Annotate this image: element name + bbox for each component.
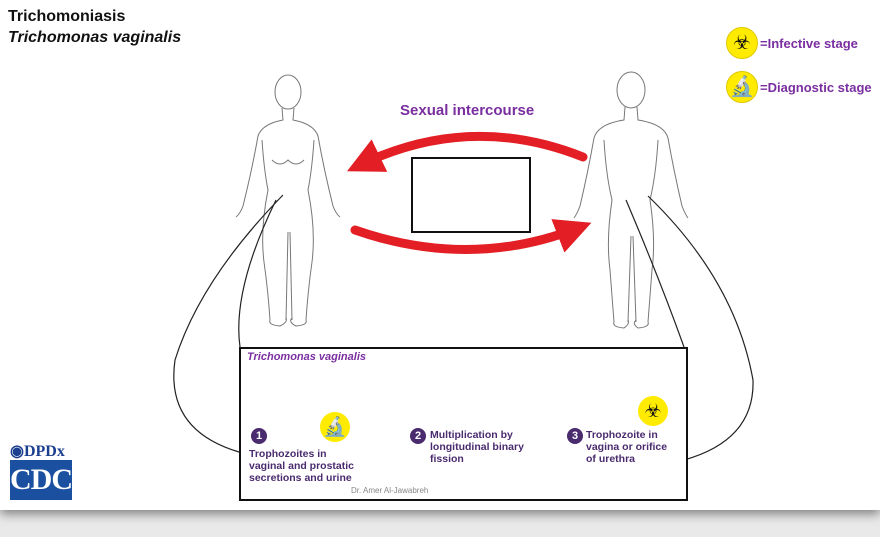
- slide: Trichomoniasis Trichomonas vaginalis ☣ =…: [0, 0, 880, 510]
- lifecycle-title: Trichomonas vaginalis: [247, 351, 366, 363]
- dpdx-text: DPDx: [24, 443, 65, 460]
- transmission-label: Sexual intercourse: [400, 102, 534, 119]
- step-2-text: Multiplication by longitudinal binary fi…: [430, 429, 535, 465]
- legend-infective: ☣ =Infective stage: [726, 27, 858, 59]
- legend-diagnostic: 🔬 =Diagnostic stage: [726, 71, 872, 103]
- author-credit: Dr. Amer Al-Jawabreh: [351, 486, 428, 495]
- microscope-icon: 🔬: [320, 412, 350, 442]
- page-title: Trichomoniasis: [8, 8, 125, 26]
- male-figure: [574, 72, 688, 328]
- biohazard-icon: ☣: [638, 396, 668, 426]
- dpdx-mark-icon: ◉: [10, 443, 24, 460]
- step-2-number: 2: [410, 428, 426, 444]
- legend-diagnostic-label: =Diagnostic stage: [760, 80, 872, 95]
- microscope-icon: 🔬: [726, 71, 758, 103]
- step-1-number: 1: [251, 428, 267, 444]
- step-3-text: Trophozoite in vagina or orifice of uret…: [586, 429, 671, 465]
- biohazard-icon: ☣: [726, 27, 758, 59]
- female-figure: [236, 75, 340, 326]
- cdc-logo: CDC: [10, 460, 72, 500]
- step-3-number: 3: [567, 428, 583, 444]
- page-subtitle: Trichomonas vaginalis: [8, 29, 181, 47]
- legend-infective-label: =Infective stage: [760, 36, 858, 51]
- trophozoite-inset-box: [411, 157, 531, 233]
- dpdx-logo: ◉DPDx: [10, 441, 65, 461]
- step-1-text: Trophozoites in vaginal and prostatic se…: [249, 448, 364, 484]
